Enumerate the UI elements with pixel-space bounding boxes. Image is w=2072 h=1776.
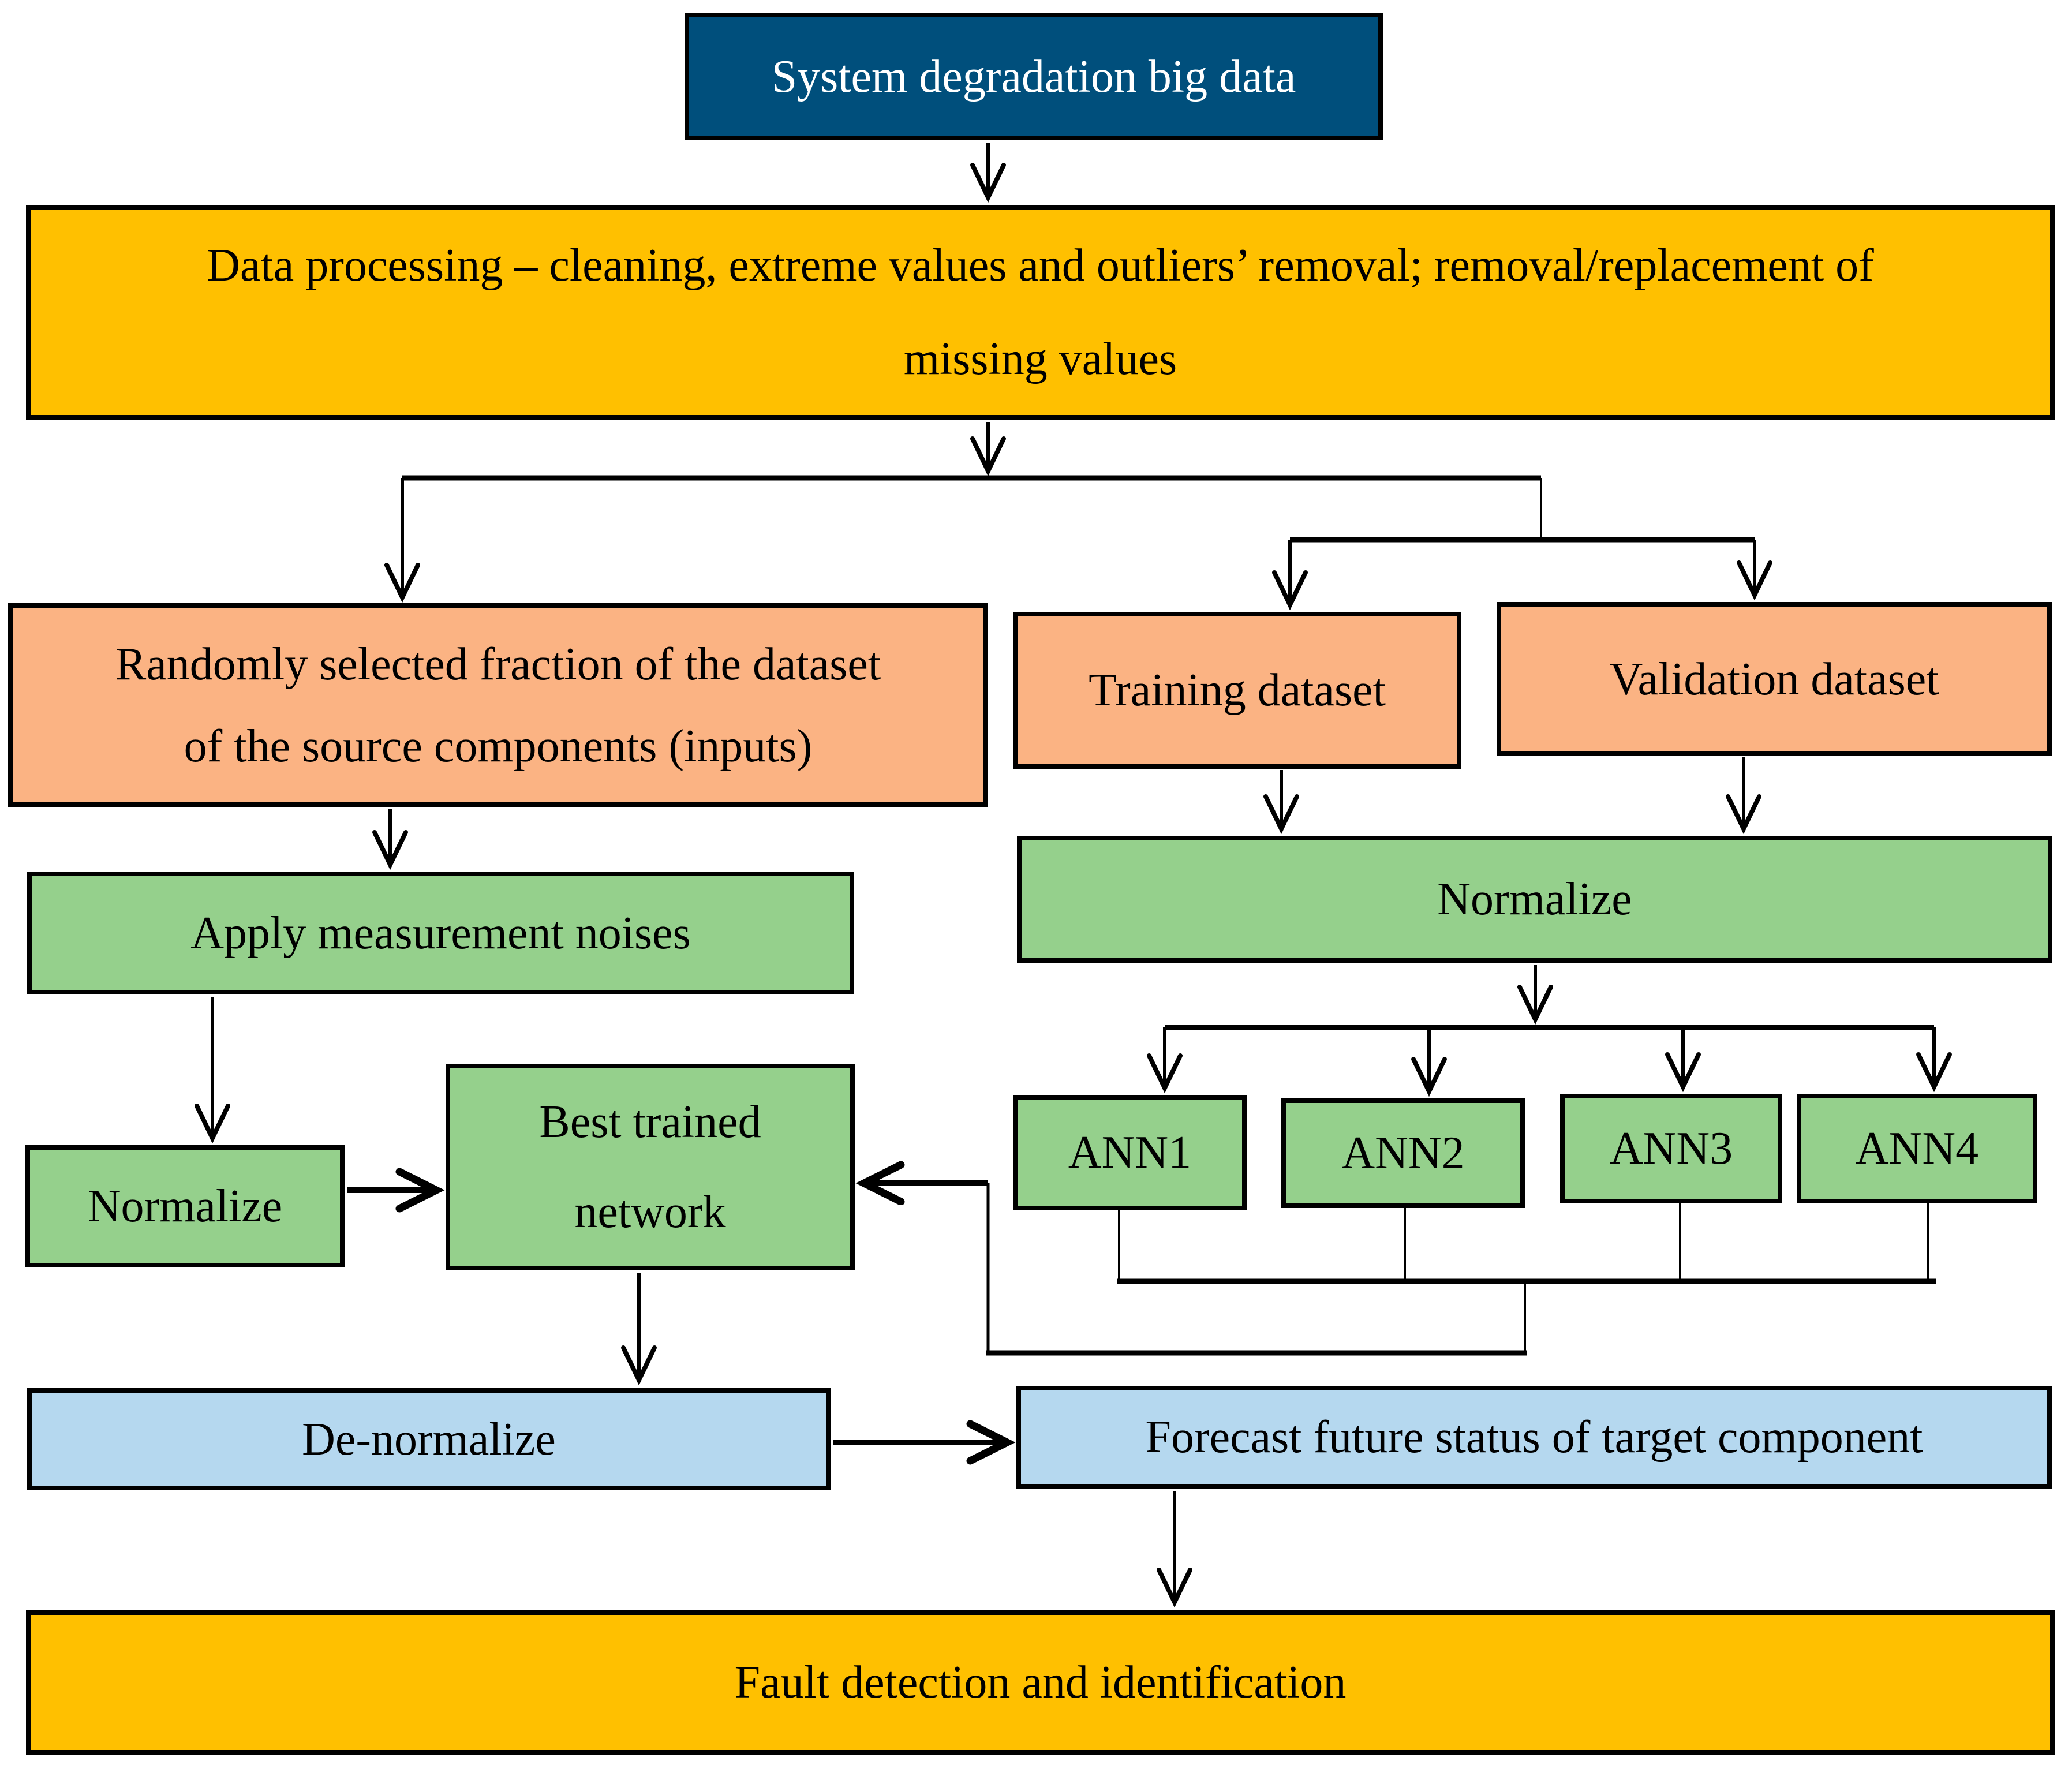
node-label-line2: network	[574, 1187, 726, 1237]
node-label-line1: Randomly selected fraction of the datase…	[115, 638, 881, 690]
node-randomly-selected-fraction: Randomly selected fraction of the datase…	[8, 603, 988, 807]
node-ann2: ANN2	[1281, 1098, 1525, 1208]
node-label: ANN4	[1855, 1123, 1979, 1174]
node-label-line1: Best trained	[539, 1097, 761, 1147]
node-label-line1: Data processing – cleaning, extreme valu…	[207, 240, 1874, 291]
node-label: Normalize	[1437, 874, 1632, 925]
node-label: ANN3	[1609, 1123, 1733, 1174]
node-forecast-future-status: Forecast future status of target compone…	[1016, 1386, 2052, 1489]
node-fault-detection: Fault detection and identification	[26, 1610, 2055, 1755]
node-label: Normalize	[87, 1181, 283, 1232]
node-normalize-left: Normalize	[25, 1145, 345, 1267]
node-label: De-normalize	[302, 1414, 556, 1465]
node-training-dataset: Training dataset	[1013, 612, 1461, 769]
node-data-processing: Data processing – cleaning, extreme valu…	[26, 205, 2055, 420]
node-label: System degradation big data	[771, 51, 1296, 102]
node-system-degradation-big-data: System degradation big data	[685, 13, 1383, 140]
node-ann3: ANN3	[1560, 1094, 1782, 1203]
node-apply-measurement-noises: Apply measurement noises	[27, 872, 854, 994]
node-label: Apply measurement noises	[190, 907, 691, 959]
node-label: Fault detection and identification	[734, 1657, 1347, 1708]
node-label: ANN1	[1068, 1127, 1192, 1178]
node-best-trained-network: Best trained network	[446, 1064, 855, 1270]
node-label: Validation dataset	[1609, 653, 1939, 705]
node-label-line2: of the source components (inputs)	[184, 720, 813, 772]
node-label: Forecast future status of target compone…	[1145, 1412, 1923, 1463]
node-de-normalize: De-normalize	[27, 1388, 831, 1490]
node-label: Training dataset	[1089, 665, 1386, 716]
node-ann1: ANN1	[1013, 1095, 1247, 1210]
node-label-line2: missing values	[903, 334, 1177, 384]
node-validation-dataset: Validation dataset	[1497, 602, 2052, 756]
node-label: ANN2	[1341, 1128, 1465, 1179]
node-ann4: ANN4	[1797, 1094, 2037, 1203]
node-normalize-right: Normalize	[1017, 836, 2052, 963]
